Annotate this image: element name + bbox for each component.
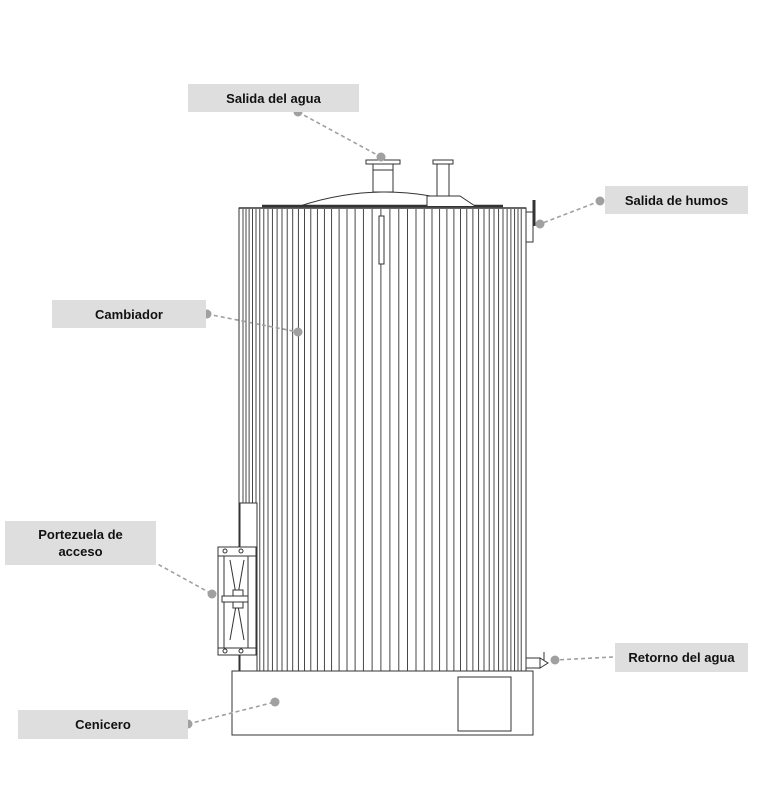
label-cenicero: Cenicero: [18, 710, 188, 739]
dot-cambiador-target: [293, 327, 303, 337]
dot-retorno-label: [550, 655, 560, 665]
dot-salida-humos-label: [595, 196, 605, 206]
boiler-drawing: [217, 159, 549, 736]
flue-outlet-pipe: [426, 159, 476, 207]
water-outlet-pipe: [365, 159, 401, 193]
leader-retorno: [554, 656, 614, 661]
label-retorno-agua: Retorno del agua: [615, 643, 748, 672]
label-salida-humos-text: Salida de humos: [624, 192, 729, 208]
label-salida-humos: Salida de humos: [605, 186, 748, 214]
dot-salida-agua-target: [376, 152, 386, 162]
inspection-slot: [378, 215, 385, 265]
ash-pit-door: [457, 676, 512, 732]
leader-cenicero: [187, 701, 276, 725]
label-cenicero-text: Cenicero: [75, 717, 131, 732]
leader-salida-agua: [297, 111, 382, 158]
dot-salida-humos-target: [535, 219, 545, 229]
label-portezuela-line2: acceso: [58, 544, 103, 559]
label-retorno-agua-text: Retorno del agua: [628, 650, 735, 665]
label-salida-agua-text: Salida del agua: [226, 90, 321, 106]
leader-salida-humos: [539, 200, 601, 225]
label-portezuela-line1: Portezuela de: [38, 527, 123, 542]
dot-cenicero-target: [270, 697, 280, 707]
dot-portezuela-target: [207, 589, 217, 599]
leader-cambiador: [206, 313, 299, 333]
label-cambiador-text: Cambiador: [95, 306, 163, 322]
water-return-valve: [525, 652, 549, 669]
access-door: [217, 502, 258, 672]
label-portezuela: Portezuela de acceso: [5, 521, 156, 565]
label-cambiador: Cambiador: [52, 300, 206, 328]
label-salida-agua: Salida del agua: [188, 84, 359, 112]
